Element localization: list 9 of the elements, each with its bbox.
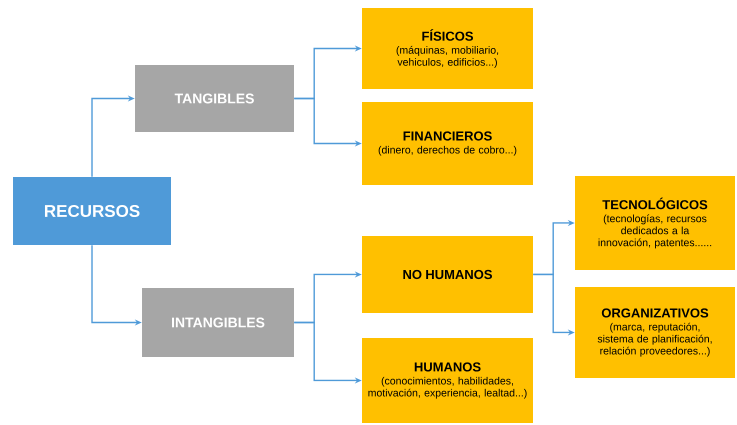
resource-box: FINANCIEROS (dinero, derechos de cobro...): [362, 102, 533, 185]
category-box: TANGIBLES: [135, 65, 294, 132]
resource-box: ORGANIZATIVOS (marca, reputación, sistema de planificación, relación proveedores...): [575, 286, 735, 378]
resource-box: FÍSICOS (máquinas, mobiliario, vehiculos, edificios...): [362, 8, 533, 89]
resource-box: NO HUMANOS: [362, 236, 533, 313]
resource-box: HUMANOS (conocimientos, habilidades, motivación, experiencia, lealtad...): [362, 338, 533, 423]
root-box: RECURSOS: [13, 177, 171, 245]
resource-box: TECNOLÓGICOS (tecnologías, recursos dedicados a la innovación, patentes......: [575, 176, 735, 270]
category-box: INTANGIBLES: [142, 288, 294, 357]
